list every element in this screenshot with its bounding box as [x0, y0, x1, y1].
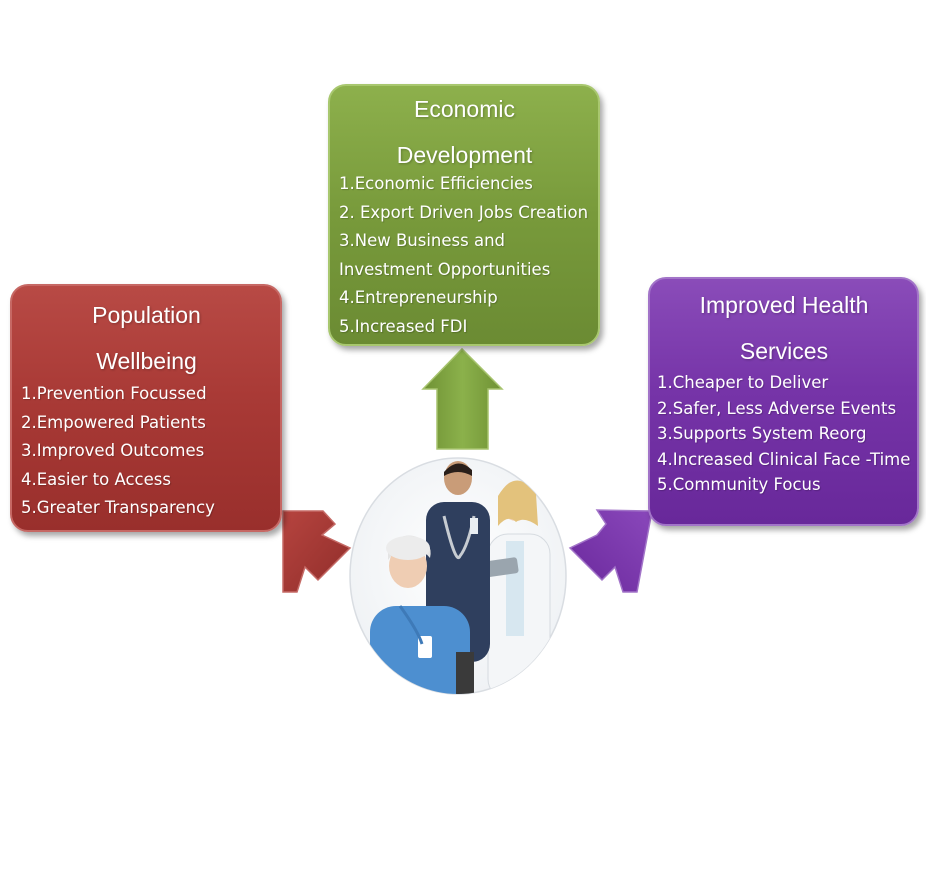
list-item: 1.Economic Efficiencies [339, 174, 533, 193]
arrow-upright-purple [568, 509, 653, 593]
economic-development-box: Economic Development 1.Economic Efficien… [328, 84, 600, 346]
list-item: Investment Opportunities [339, 259, 551, 279]
list-item: 2.Safer, Less Adverse Events [657, 398, 897, 418]
health-items-list: 1.Cheaper to Deliver 2.Safer, Less Adver… [657, 370, 911, 498]
title-line-1: Economic [414, 96, 515, 122]
arrow-upleft-red [282, 510, 352, 593]
list-item: 3.Improved Outcomes [21, 441, 205, 460]
population-wellbeing-title: Population Wellbeing [21, 292, 272, 384]
list-item: 5.Increased FDI [339, 316, 468, 336]
title-line-1: Improved Health [699, 292, 869, 318]
list-item: 4.Increased Clinical Face -Time [657, 449, 911, 469]
list-item: 4.Entrepreneurship [339, 288, 498, 307]
title-line-1: Population [92, 302, 201, 328]
improved-health-services-title: Improved Health Services [657, 282, 911, 374]
list-item: 5.Greater Transparency [21, 498, 215, 517]
list-item: 2. Export Driven Jobs Creation [339, 202, 589, 222]
list-item: 3.Supports System Reorg [657, 424, 867, 443]
healthcare-team-photo [349, 457, 567, 695]
list-item: 5.Community Focus [657, 475, 821, 494]
population-items-list: 1.Prevention Focussed 2.Empowered Patien… [21, 380, 272, 523]
list-item: 1.Cheaper to Deliver [657, 373, 829, 392]
arrow-up-green [421, 347, 504, 450]
list-item: 1.Prevention Focussed [21, 384, 207, 403]
list-item: 4.Easier to Access [21, 469, 171, 489]
population-wellbeing-box: Population Wellbeing 1.Prevention Focuss… [10, 284, 282, 532]
title-line-2: Wellbeing [96, 348, 197, 374]
improved-health-services-box: Improved Health Services 1.Cheaper to De… [648, 277, 919, 526]
economic-items-list: 1.Economic Efficiencies 2. Export Driven… [339, 170, 590, 341]
list-item: 2.Empowered Patients [21, 412, 206, 432]
title-line-2: Development [396, 142, 533, 168]
list-item: 3.New Business and [339, 231, 506, 250]
title-line-2: Services [739, 338, 829, 364]
economic-development-title: Economic Development [339, 86, 590, 178]
